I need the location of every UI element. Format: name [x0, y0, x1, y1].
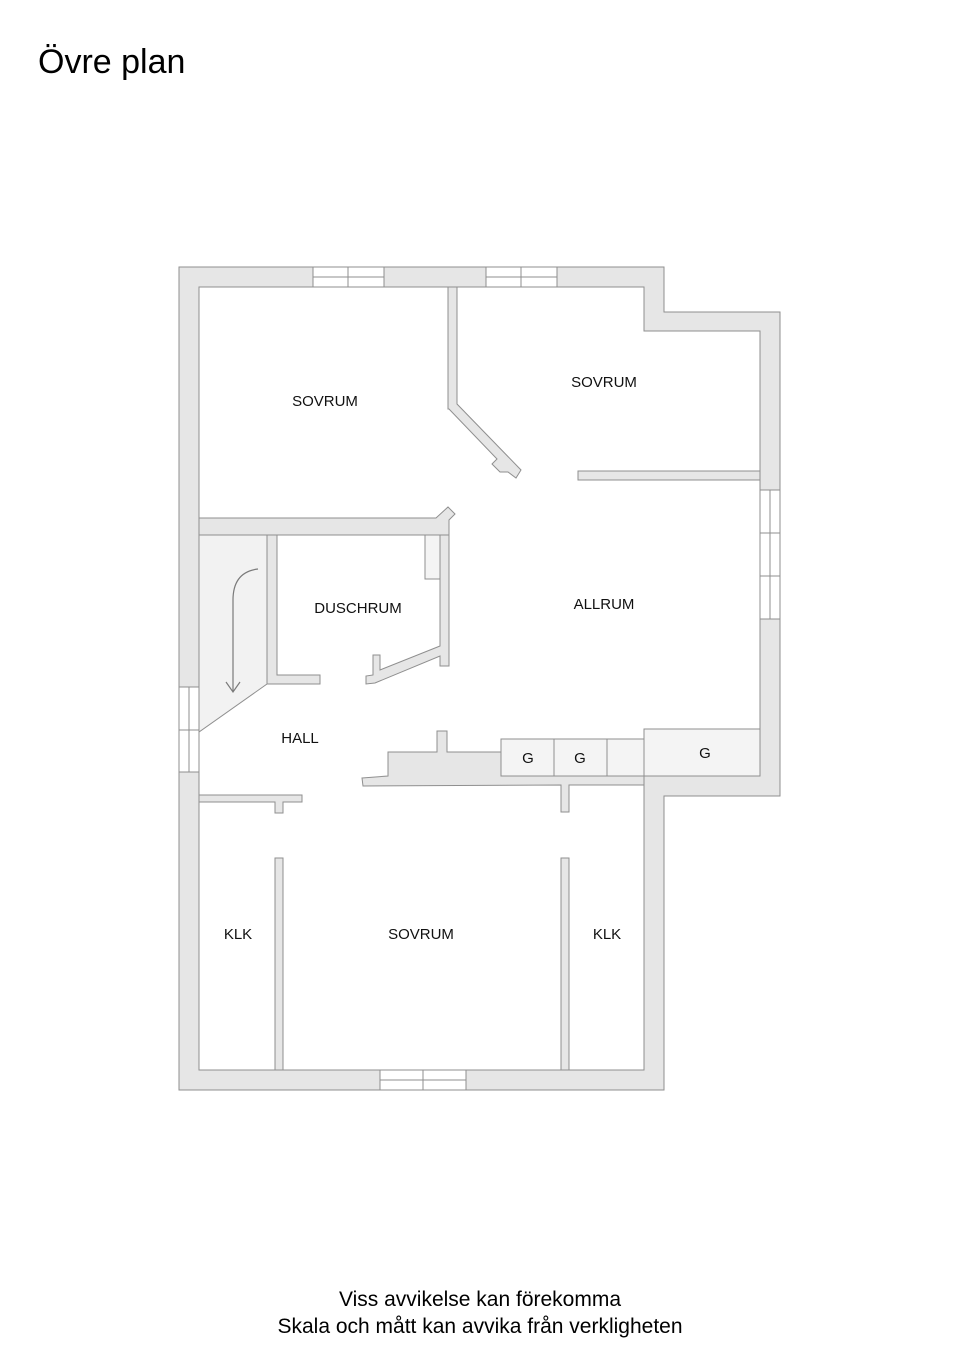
interior-wall-ne-bedroom: [577, 470, 761, 481]
interior-wall-hall-left: [198, 794, 303, 814]
window-top-right: [485, 266, 558, 288]
closet-g4: [643, 728, 761, 777]
duschrum-niche: [424, 534, 441, 580]
room-label-allrum: ALLRUM: [574, 596, 635, 613]
interior-wall-nw-bedroom: [198, 506, 456, 536]
disclaimer-line-1: Viss avvikelse kan förekomma: [338, 1288, 622, 1311]
room-label-sovrum-ne: SOVRUM: [571, 374, 637, 391]
window-bottom: [379, 1069, 467, 1091]
room-label-klk-w: KLK: [224, 926, 252, 943]
window-east: [759, 489, 781, 620]
window-top-left: [312, 266, 385, 288]
closet-g2: [553, 738, 608, 777]
interior-wall-duschrum-left: [266, 534, 321, 685]
disclaimer: Viss avvikelse kan förekomma Skala och m…: [0, 1286, 960, 1340]
disclaimer-line-2: Skala och mått kan avvika från verklighe…: [277, 1315, 683, 1338]
interior-wall-klk-east: [560, 857, 570, 1071]
interior-wall-bedrooms: [447, 286, 522, 479]
stair-down-arrow-icon: [225, 568, 259, 694]
room-labels: SOVRUM SOVRUM DUSCHRUM ALLRUM HALL SOVRU…: [224, 374, 711, 943]
plan-title: Övre plan: [38, 43, 186, 81]
room-label-duschrum: DUSCHRUM: [314, 600, 402, 617]
interior-wall-duschrum-right: [365, 534, 450, 685]
room-label-sovrum-nw: SOVRUM: [292, 393, 358, 410]
closet-label-g4: G: [699, 745, 711, 762]
interior-wall-klk-west: [274, 857, 284, 1071]
closet-label-g1: G: [522, 750, 534, 767]
room-label-sovrum-s: SOVRUM: [388, 926, 454, 943]
window-west: [178, 686, 200, 773]
closet-label-g2: G: [574, 750, 586, 767]
room-label-hall: HALL: [281, 730, 319, 747]
closet-g1: [500, 738, 555, 777]
room-label-klk-e: KLK: [593, 926, 621, 943]
closet-g3: [606, 738, 645, 777]
